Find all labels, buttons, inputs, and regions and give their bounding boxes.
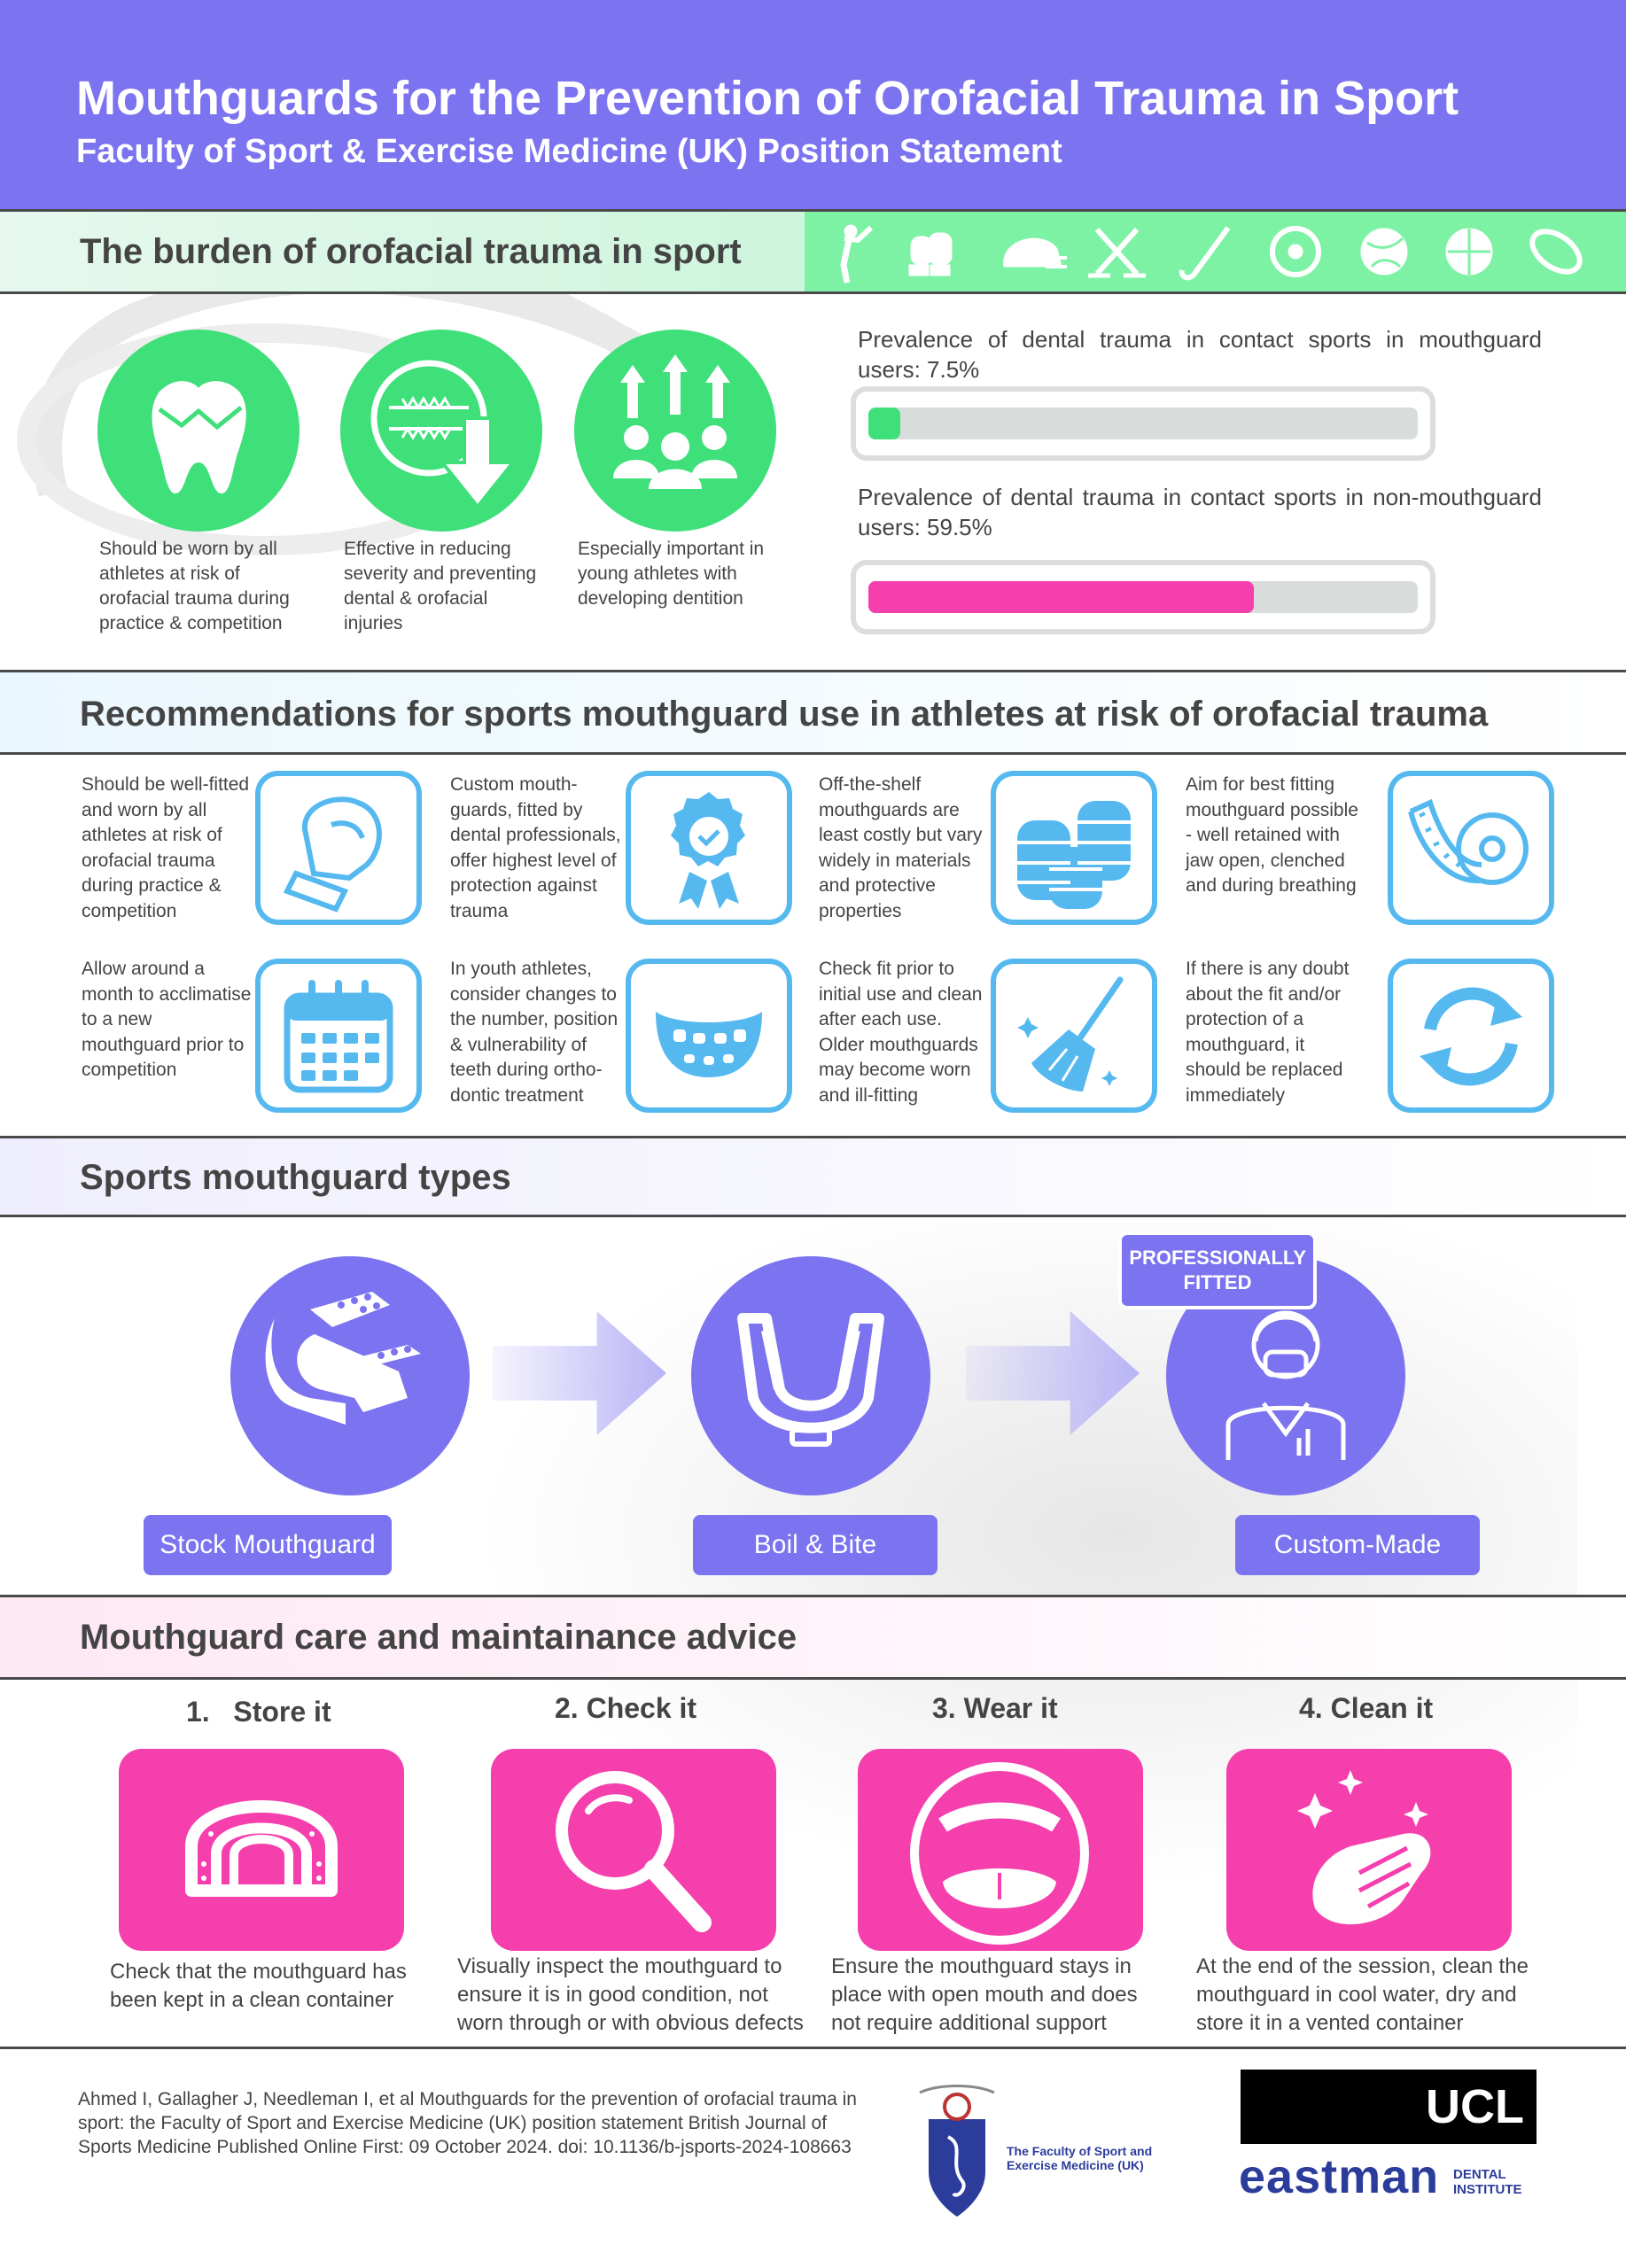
dentition-arrow-icon [370,360,517,510]
recommendation-icon-box [991,959,1157,1113]
ucl-logo-text: UCL [1426,2080,1524,2133]
professionally-fitted-label: PROFESSIONALLY FITTED [1129,1247,1307,1293]
care-section-bar [0,1595,1626,1680]
page-title: Mouthguards for the Prevention of Orofac… [76,72,1459,125]
fsem-crest-logo [919,2085,995,2217]
young-athletes-circle [574,330,776,532]
tooth-icon [152,381,246,493]
prevalence-bar-users [851,386,1435,461]
care-section-title: Mouthguard care and maintainance advice [80,1618,797,1657]
sport-icons-row [840,224,1583,284]
dentist-icon [1225,1310,1346,1460]
helmet-icon [1003,237,1067,268]
burden-section-title: The burden of orofacial trauma in sport [80,232,742,271]
prevalence-label-users: Prevalence of dental trauma in contact s… [858,326,1542,383]
tape-measure-icon [1408,798,1529,885]
eastman-logo: eastman [1239,2150,1440,2203]
step-title: 1. Store it [186,1696,331,1728]
professionally-fitted-badge: PROFESSIONALLY FITTED [1118,1231,1317,1309]
recommendation-text: Check fit prior to initial use and clean… [819,959,983,1106]
recommendation-text: Should be well-fitted and worn by all at… [82,774,250,921]
footer-divider [0,2047,1626,2049]
recommendations-section-bar [0,670,1626,755]
burden-card-text: Effective in reducing severity and preve… [344,539,537,633]
step-title: 2. Check it [555,1692,697,1724]
broom-icon [1017,976,1124,1091]
ucl-logo: UCL [1241,2070,1537,2144]
young-athletes-icon [613,354,737,489]
prevalence-bar-non-users [851,560,1435,634]
mouthguard-container-icon [185,1800,338,1897]
fsem-name: The Faculty of Sport and Exercise Medici… [1007,2144,1153,2172]
recommendations-section-title: Recommendations for sports mouthguard us… [80,695,1489,734]
recommendation-icon-box [1388,959,1554,1113]
boil-bite-circle [691,1256,930,1495]
header-banner [0,0,1626,209]
type-label-custom: Custom-Made [1235,1515,1480,1575]
boil-bite-mouthguard-icon [737,1313,884,1447]
care-icon-box [858,1749,1143,1951]
care-text: Check that the mouthguard has been kept … [110,1960,407,2012]
care-icon-box [1226,1749,1512,1951]
basketball-icon [1445,228,1493,276]
recommendation-icon-box [991,771,1157,925]
recommendation-icon-box [255,959,422,1113]
tooth-circle [97,330,300,532]
wiping-hand-icon [1297,1770,1431,1925]
care-text: Ensure the mouthguard stays in place wit… [831,1954,1138,2035]
care-icon-box [119,1749,404,1951]
types-section-bar [0,1136,1626,1217]
volleyball-icon [1360,228,1408,276]
prevalence-fill-non-users [868,581,1255,613]
burden-card-text: Especially important in young athletes w… [578,539,765,609]
recommendation-text: In youth athletes, consider changes to t… [450,959,619,1106]
refresh-icon [1420,987,1522,1086]
eastman-subtitle: DENTAL INSTITUTE [1453,2167,1522,2197]
citation: Ahmed I, Gallagher J, Needleman I, et al… [78,2089,857,2157]
prevalence-label-non-users: Prevalence of dental trauma in contact s… [858,484,1542,540]
recommendation-icon-box [1388,771,1554,925]
burden-card-text: Should be worn by all athletes at risk o… [99,539,290,633]
rugby-ball-icon [1529,229,1583,275]
recommendation-icon-box [255,771,422,925]
recommendation-text: Custom mouth-guards, fitted by dental pr… [450,774,621,921]
calendar-icon [284,980,393,1093]
coins-icon [1017,801,1131,909]
recommendation-icon-box [626,959,792,1113]
recommendation-text: Allow around a month to acclimatise to a… [82,959,252,1080]
boxing-gloves-icon [908,232,953,276]
award-badge-icon [671,792,745,909]
open-mouth-icon [910,1762,1089,1945]
step-title: 4. Clean it [1299,1692,1434,1724]
teeth-icon [656,1012,762,1077]
stock-mouthguard-icon [265,1292,421,1425]
page-subtitle: Faculty of Sport & Exercise Medicine (UK… [76,133,1062,170]
recommendation-text: If there is any doubt about the fit and/… [1186,959,1350,1106]
hockey-stick-icon [1179,226,1231,281]
magnifier-icon [556,1771,712,1932]
care-text: Visually inspect the mouthguard to ensur… [457,1954,804,2035]
boxing-glove-icon [283,796,382,913]
care-icon-box [491,1749,776,1951]
recommendation-text: Off-the-shelf mouthguards are least cost… [819,774,983,921]
kick-icon [840,224,874,284]
recommendation-icon-box [626,771,792,925]
hockey-sticks-icon [1088,227,1146,278]
dentition-circle [340,330,542,532]
prevalence-fill-users [868,408,900,439]
recommendation-text: Aim for best fitting mouthguard possible… [1186,774,1358,896]
type-label-boil-bite: Boil & Bite [693,1515,937,1575]
step-title: 3. Wear it [932,1692,1058,1724]
care-text: At the end of the session, clean the mou… [1196,1954,1529,2035]
stock-mouthguard-circle [230,1256,470,1495]
soccer-ball-icon [1270,226,1321,277]
types-section-title: Sports mouthguard types [80,1158,511,1197]
type-label-stock: Stock Mouthguard [144,1515,392,1575]
